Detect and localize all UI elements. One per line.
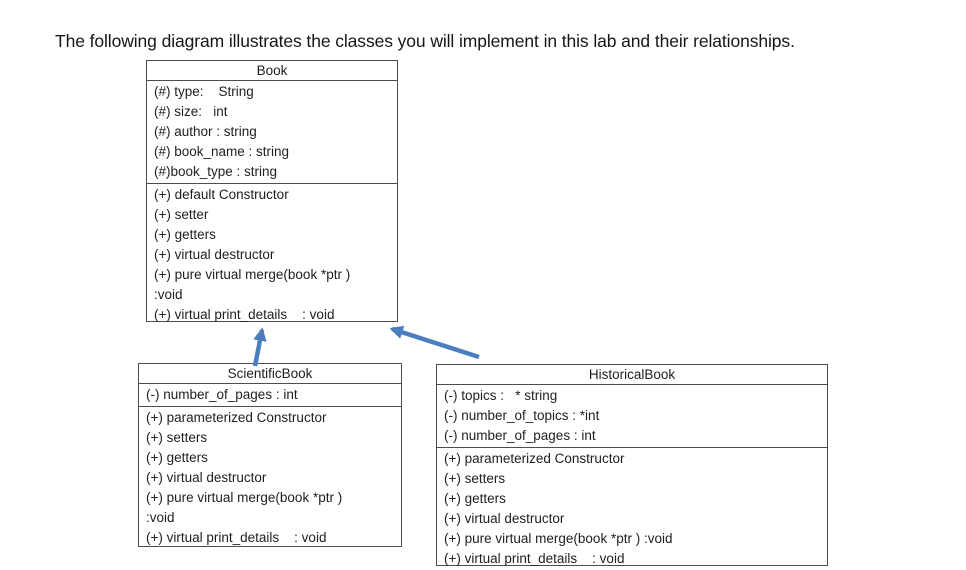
member-row: (-) number_of_pages : int (146, 387, 298, 402)
class-box-historicalbook: HistoricalBook (-) topics : * string(-) … (436, 364, 828, 566)
member-row: (+) setter (154, 207, 209, 222)
member-row: (#)book_type : string (154, 164, 278, 179)
member-row: (-) number_of_topics : *int (444, 408, 600, 423)
member-row: :void (154, 287, 183, 302)
member-row: (+) default Constructor (154, 187, 289, 202)
member-row: (#) size: int (154, 104, 228, 119)
class-methods-scientificbook: (+) parameterized Constructor (+) setters… (139, 407, 401, 549)
member-row: (+) parameterized Constructor (146, 410, 327, 425)
member-row: (-) number_of_pages : int (444, 428, 596, 443)
member-row: (+) getters (154, 227, 216, 242)
member-row: (+) getters (146, 450, 208, 465)
class-attributes-scientificbook: (-) number_of_pages : int (139, 384, 401, 407)
member-row: :void (146, 510, 175, 525)
member-row: (+) virtual print_details : void (154, 307, 335, 322)
class-name-historicalbook: HistoricalBook (437, 365, 827, 385)
member-row: (#) author : string (154, 124, 257, 139)
class-name-book: Book (147, 61, 397, 81)
member-row: (+) virtual print_details : void (444, 551, 625, 566)
member-row: (#) book_name : string (154, 144, 290, 159)
member-row: (+) pure virtual merge(book *ptr ) (154, 267, 351, 282)
class-box-book: Book (#) type: String (#) size: int (#) au… (146, 60, 398, 322)
member-row: (+) pure virtual merge(book *ptr ) :void (444, 531, 673, 546)
class-attributes-book: (#) type: String (#) size: int (#) author … (147, 81, 397, 184)
member-row: (+) virtual print_details : void (146, 530, 327, 545)
member-row: (+) parameterized Constructor (444, 451, 625, 466)
class-methods-book: (+) default Constructor (+) setter (+) get… (147, 184, 397, 326)
class-attributes-historicalbook: (-) topics : * string (-) number_of_topic… (437, 385, 827, 448)
member-row: (+) setters (444, 471, 506, 486)
member-row: (#) type: String (154, 84, 254, 99)
member-row: (+) getters (444, 491, 506, 506)
member-row: (+) virtual destructor (146, 470, 267, 485)
class-methods-historicalbook: (+) parameterized Constructor (+) setters… (437, 448, 827, 570)
inheritance-arrow-scientificbook-to-book (252, 327, 267, 367)
page-title: The following diagram illustrates the cl… (55, 31, 795, 51)
member-row: (-) topics : * string (444, 388, 558, 403)
class-box-scientificbook: ScientificBook (-) number_of_pages : int… (138, 363, 402, 547)
class-name-scientificbook: ScientificBook (139, 364, 401, 384)
inheritance-arrow-historicalbook-to-book (389, 325, 480, 360)
member-row: (+) virtual destructor (154, 247, 275, 262)
member-row: (+) virtual destructor (444, 511, 565, 526)
member-row: (+) setters (146, 430, 208, 445)
member-row: (+) pure virtual merge(book *ptr ) (146, 490, 343, 505)
